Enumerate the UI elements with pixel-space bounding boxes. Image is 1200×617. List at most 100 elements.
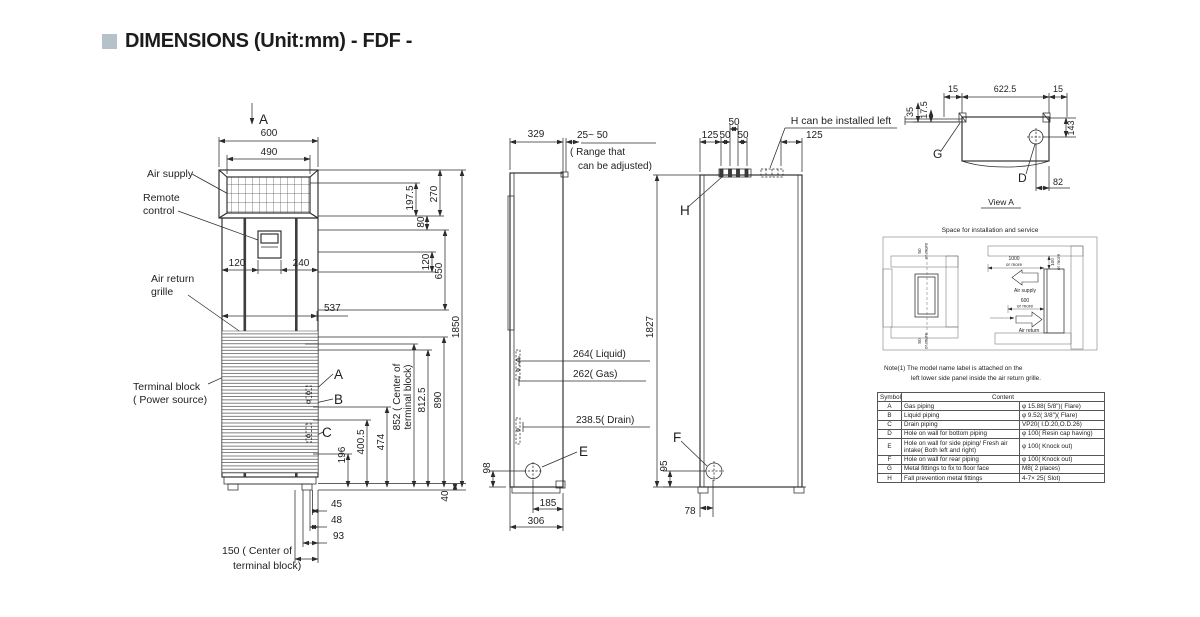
dim-range-note-1: ( Range that (570, 147, 625, 158)
rear-view: 125 50 50 50 125 H can be installed left… (645, 115, 897, 517)
row-content: Fall prevention metal fittings (901, 473, 1020, 484)
side-view: 329 25~ 50 ( Range that can be adjusted)… (482, 129, 656, 531)
dim-150-1: 150 ( Center of (222, 545, 292, 557)
install-return-dim: 600 (1021, 298, 1030, 304)
dim-98: 98 (482, 462, 493, 474)
row-symbol: H (877, 473, 902, 484)
dim-40: 40 (440, 490, 451, 502)
dim-197-5: 197.5 (405, 185, 416, 210)
row-spec: 4-7× 25( Slot) (1019, 473, 1105, 484)
dim-45: 45 (331, 499, 343, 510)
dim-490: 490 (261, 147, 278, 158)
air-return-grille-area (221, 330, 319, 474)
page-title: DIMENSIONS (Unit:mm) - FDF - (102, 30, 412, 53)
callout-a: A (334, 367, 343, 382)
callout-b: B (334, 392, 343, 407)
install-supply-more: or more (1006, 262, 1023, 267)
row-content: Hole on wall for side piping/ Fresh air … (901, 438, 1020, 456)
row-content: Metal fittings to fix to floor face (901, 463, 1020, 475)
dim-329: 329 (528, 129, 545, 140)
label-terminal-2: ( Power source) (133, 394, 207, 406)
air-supply-arrow-icon (1011, 269, 1039, 286)
row-spec: φ 100( Resin cap having) (1019, 428, 1105, 440)
dim-650: 650 (434, 262, 445, 279)
row-symbol: E (877, 438, 902, 456)
install-left-bottom-dim: 50 (917, 338, 922, 344)
callout-f: F (673, 430, 681, 445)
dim-50-a: 50 (719, 130, 731, 141)
label-remote-2: control (143, 205, 175, 217)
row-symbol: G (877, 463, 902, 475)
dim-120: 120 (229, 258, 246, 269)
dim-1827: 1827 (645, 315, 656, 338)
row-content: Hole on wall for bottom piping (901, 428, 1020, 440)
dim-liquid: 264( Liquid) (573, 349, 626, 360)
view-a-caption: View A (988, 197, 1014, 207)
dim-120v: 120 (421, 253, 432, 270)
row-content: Liquid piping (901, 410, 1020, 421)
dim-82: 82 (1053, 177, 1063, 187)
dim-17-5: 17.5 (919, 101, 929, 119)
row-spec: VP20( I.D.20,O.D.26) (1019, 419, 1105, 430)
dim-852-2: terminal block) (403, 364, 414, 429)
install-left-top-dim: 50 (917, 248, 922, 254)
note: Note(1) The model name label is attached… (884, 364, 1119, 385)
title-bullet-icon (102, 34, 117, 49)
row-symbol: D (877, 428, 902, 440)
label-h-install-note: H can be installed left (791, 115, 891, 127)
install-air-return-label: Air return (1019, 328, 1040, 334)
callout-c: C (322, 425, 332, 440)
dim-78: 78 (684, 506, 696, 517)
install-top-more: or more (1056, 254, 1061, 271)
dim-125-right: 125 (806, 130, 823, 141)
dim-15-left: 15 (948, 84, 958, 94)
dim-80: 80 (416, 216, 427, 228)
dim-270: 270 (429, 185, 440, 202)
install-top-dim: 100 (1050, 258, 1055, 266)
row-symbol: A (877, 401, 902, 412)
dim-125-left: 125 (702, 130, 719, 141)
dim-48: 48 (331, 515, 343, 526)
note-line-2: left lower side panel inside the air ret… (911, 375, 1042, 383)
callout-d: D (1018, 171, 1027, 185)
dim-93: 93 (333, 531, 345, 542)
dim-852-1: 852 ( Center of (392, 363, 403, 430)
row-symbol: B (877, 410, 902, 421)
dim-185: 185 (540, 498, 557, 509)
label-air-return-2: grille (151, 286, 173, 298)
title-text: DIMENSIONS (Unit:mm) - FDF - (125, 30, 413, 52)
dim-15-right: 15 (1053, 84, 1063, 94)
dim-812-5: 812.5 (417, 387, 428, 412)
dim-50-top: 50 (728, 117, 740, 128)
dim-474: 474 (376, 433, 387, 450)
dim-143: 143 (1066, 120, 1076, 135)
label-air-return-1: Air return (151, 273, 194, 285)
dim-400-5: 400.5 (356, 429, 367, 454)
dim-622-5: 622.5 (994, 84, 1017, 94)
install-left-top-more: or more (924, 243, 929, 260)
header-symbol: Symbol (877, 391, 902, 403)
dim-600: 600 (261, 128, 278, 139)
row-symbol: F (877, 454, 902, 465)
install-return-more: or more (1017, 304, 1034, 309)
dim-range-note-2: can be adjusted) (578, 161, 652, 172)
header-content: Content (901, 391, 1105, 403)
row-symbol: C (877, 419, 902, 430)
dim-range: 25~ 50 (577, 130, 608, 141)
install-air-supply-label: Air supply (1014, 288, 1036, 294)
row-spec: φ 9.52( 3/8")( Flare) (1019, 410, 1105, 421)
callout-e: E (579, 444, 588, 459)
dim-196: 196 (337, 446, 348, 463)
install-supply-dim: 1000 (1008, 256, 1019, 262)
front-view: A 600 490 Air supply Remote control 120 … (133, 103, 466, 572)
